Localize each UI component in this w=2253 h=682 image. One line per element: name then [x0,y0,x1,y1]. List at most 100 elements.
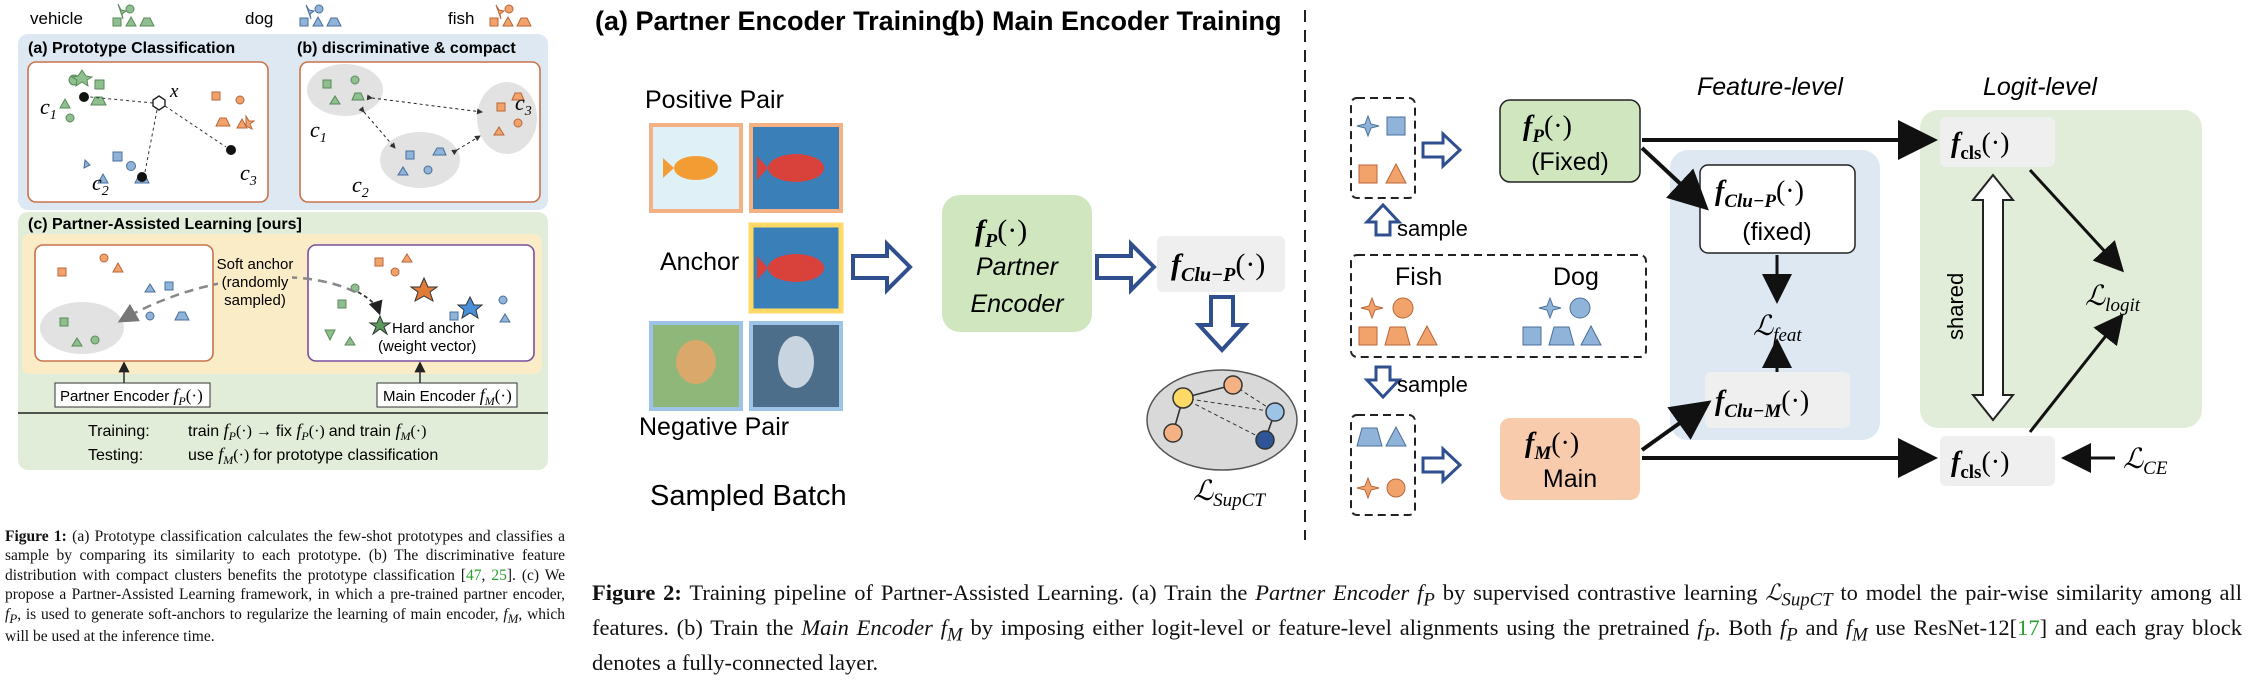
partner-encoder-block [942,195,1092,332]
soft-anchor-label-3: sampled) [224,292,286,309]
query-hexagon-icon [152,95,166,111]
svg-text:use fM(·) for prototype classi: use fM(·) for prototype classification [188,444,438,467]
supct-graph [1163,375,1285,450]
open-arrow-down [1194,295,1250,353]
anchor-label: Anchor [660,248,739,276]
fp-fixed-label: (Fixed) [1531,148,1609,176]
dog-legend-icon [299,4,342,27]
main-encoder-box [307,244,535,362]
svg-text:fClu−P(·): fClu−P(·) [1171,248,1265,286]
testing-label: Testing: [88,447,143,464]
vehicle-legend-icon [112,3,155,27]
cls-sub-bottom: cls [1960,462,1981,483]
main-encoder-label: Main Encoder [383,388,476,405]
figure-2-caption: Figure 2: Training pipeline of Partner-A… [592,580,2243,675]
panel-a-c1: c [40,94,50,119]
fish-legend-icon [489,4,532,27]
soft-anchor-label-2: (randomly [222,274,289,291]
dog-shapes [1522,296,1602,346]
svg-text:c1: c1 [40,94,57,123]
hard-anchor-label-1: Hard anchor [392,320,475,337]
figure-1: vehicle dog fish (a) Prototype Classific… [18,3,548,470]
panel-a-title: (a) Prototype Classification [28,40,235,57]
figure-2-caption-text-6: and [1797,614,1846,640]
panel-a-x: x [169,81,179,102]
loss-feat: feat [1773,325,1802,346]
hard-anchor-arrow [357,291,383,316]
figure-1-caption-text-4: , which will be used at the inference ti… [5,605,565,645]
svg-text:c3: c3 [515,90,532,119]
citation-47[interactable]: 47 [465,566,482,584]
training-text-b: fix [276,423,292,440]
panel-b-c2-sub: 2 [362,186,369,201]
svg-text:c3: c3 [240,160,257,189]
hard-anchor-label-2: (weight vector) [378,338,476,355]
cluster-1 [307,64,383,116]
figure-2-caption-text-5: . Both [1714,614,1780,640]
clu-p-fixed-label: (fixed) [1742,218,1811,246]
hard-anchor-star-icon [368,276,484,336]
svg-text:fP(·): fP(·) [975,214,1027,252]
panel-a-c3-sub: 3 [249,174,257,189]
fish-shapes [1358,296,1438,346]
figure-2-caption-text-8: ] and each gray block denotes a fully-co… [592,614,2243,675]
svg-text:c2: c2 [352,172,369,201]
figure-1-caption-text-3: , is used to generate soft-anchors to re… [17,605,504,623]
positive-image-2 [749,123,843,213]
svg-text:Training:: Training: [88,423,150,440]
prototype-star-icon [79,92,236,182]
training-text-a: train [188,423,219,440]
training-text-c: and train [329,423,391,440]
svg-text:ℒCE: ℒCE [2123,444,2168,479]
citation-separator: , [481,566,492,584]
cls-block-bottom [1940,436,2055,486]
fig2-title-b: (b) Main Encoder Training [950,6,1282,36]
fig2-title-a: (a) Partner Encoder Training [595,6,958,36]
sample-label-bottom: sample [1397,372,1468,397]
clu-p-fixed-sub: Clu−P [1724,191,1776,212]
panel-a-c2: c [92,170,102,195]
panel-b-c3: c [515,90,525,115]
citation-17[interactable]: 17 [2017,614,2040,640]
cls-block-top [1940,117,2055,167]
figure-2-caption-main-encoder: Main Encoder [801,614,933,640]
panel-b-c1: c [310,117,320,142]
svg-text:Main Encoder fM(·): Main Encoder fM(·) [383,385,512,408]
figure-2-caption-text-1: Training pipeline of Partner-Assisted Le… [689,580,1256,605]
panel-a-c2-sub: 2 [102,184,109,199]
legend-fish: fish [448,9,474,28]
training-label: Training: [88,423,150,440]
cls-sub-top: cls [1960,143,1981,164]
figure-1-caption-label: Figure 1: [5,528,67,545]
testing-text-a: use [188,447,214,464]
figure-2-caption-text-4: by imposing either logit-level or featur… [962,614,1698,640]
dog-label: Dog [1553,263,1599,291]
svg-text:c2: c2 [92,170,109,199]
soft-cluster [40,302,124,354]
loss-ce: CE [2143,458,2168,479]
svg-text:Partner Encoder fP(·): Partner Encoder fP(·) [60,385,203,408]
positive-pair-label: Positive Pair [645,86,784,114]
svg-text:c1: c1 [310,117,327,146]
open-arrow-2 [1095,239,1157,295]
figure-2-caption-label: Figure 2: [592,580,682,605]
panel-b-points [322,75,525,176]
fp-fixed-block [1499,99,1641,183]
open-arrow-up [1363,202,1403,237]
sample-box-bottom [1350,414,1416,516]
open-arrow-1 [851,239,913,295]
figure-2-caption-partner-encoder: Partner Encoder [1255,580,1410,605]
shared-double-arrow [1970,173,2016,422]
logit-level-label: Logit-level [1983,73,2098,101]
panel-a-c3: c [240,160,250,185]
panel-b-title: (b) discriminative & compact [297,40,516,57]
citation-25[interactable]: 25 [491,566,507,584]
panel-c-title: (c) Partner-Assisted Learning [ours] [28,216,302,233]
clu-m-block [1705,372,1850,428]
soft-anchor-label-1: Soft anchor [217,256,294,273]
legend-vehicle: vehicle [30,9,83,28]
shared-label: shared [1943,273,1968,340]
open-arrow-down-2 [1363,365,1403,400]
fm-main-block [1500,418,1640,500]
sample-label-top: sample [1397,216,1468,241]
